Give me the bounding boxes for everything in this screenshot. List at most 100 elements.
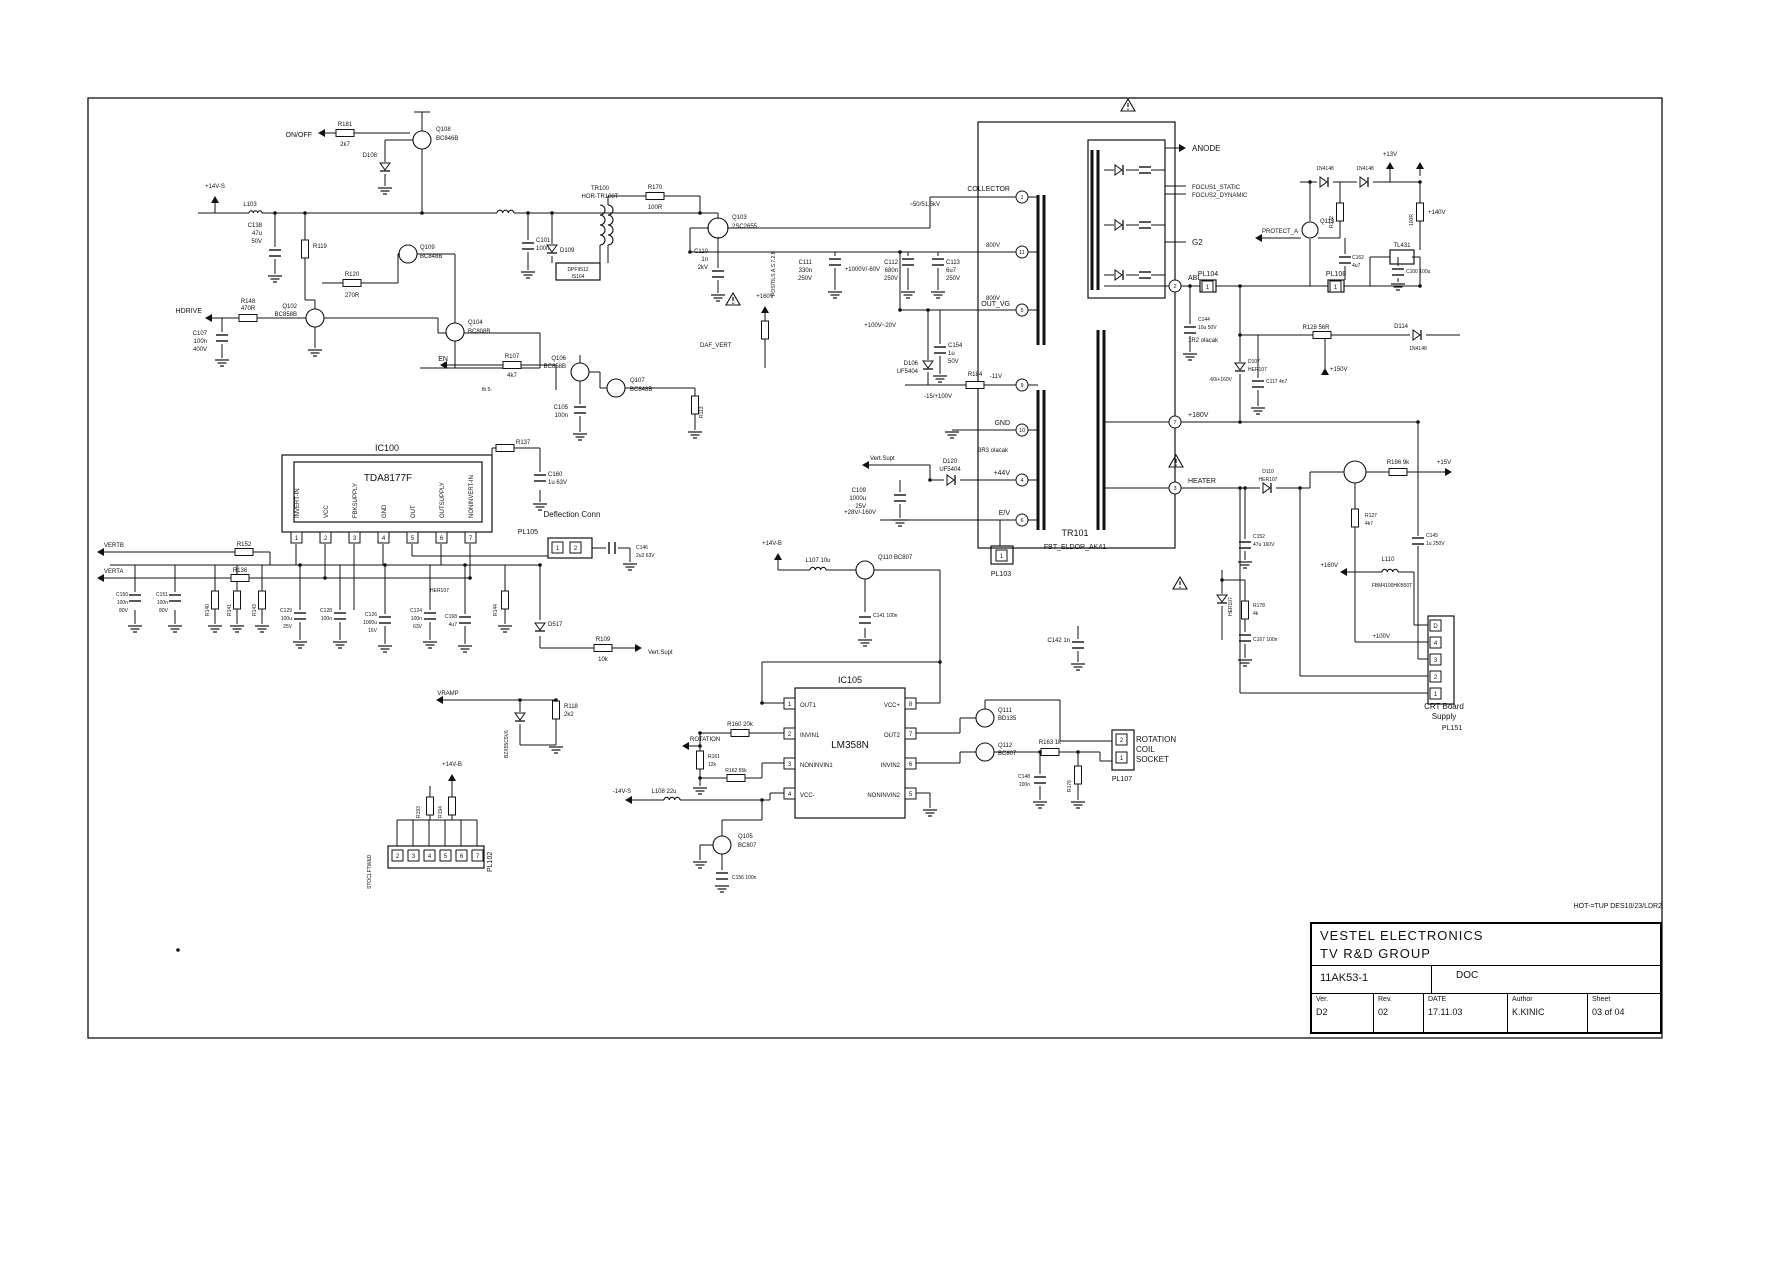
label: +15V (1437, 460, 1451, 466)
label: E/V (999, 510, 1011, 517)
label: VCC+ (884, 703, 901, 709)
label: R163 1k (1039, 740, 1062, 746)
label: Q108 (436, 127, 451, 133)
doc-label: DOC (1456, 970, 1479, 981)
fbt-pin-number: 3 (1173, 486, 1176, 492)
label: C110 (694, 249, 709, 255)
connector-pin (904, 697, 917, 710)
label: -15/+100V (924, 394, 952, 400)
label: C146 (636, 545, 648, 551)
label: PL108 (1326, 271, 1346, 278)
junction-dot (303, 211, 307, 215)
label: INVERT-IN (295, 488, 301, 518)
connector-pin-number: 2 (324, 536, 328, 542)
warning-icon (725, 291, 741, 306)
label: 100n (117, 600, 128, 606)
label: 1N4148 (1409, 346, 1427, 352)
label: VCC- (800, 793, 815, 799)
label: POSITILS.A.S.7.2.B (771, 250, 777, 296)
label: D108 (363, 153, 378, 159)
label: OUT (411, 505, 417, 518)
label: VERTA (104, 569, 123, 575)
company-name: VESTEL ELECTRONICS (1320, 928, 1484, 943)
connector-pin-number: 4 (382, 536, 386, 542)
transistor (570, 362, 590, 382)
label: 16V (368, 628, 378, 634)
fbt-pin-number: 1 (1020, 195, 1023, 201)
connector-pin-number: 8 (909, 702, 913, 708)
connector-pin-number: 1 (1206, 285, 1210, 291)
label: 330n (799, 268, 812, 274)
arrow (1386, 162, 1394, 169)
resistor (502, 361, 522, 369)
label: Q102 (282, 304, 297, 310)
connector-pin (783, 787, 796, 800)
label: PL107 (1112, 776, 1132, 783)
connector-pin-number: 4 (428, 854, 432, 860)
label: PL105 (518, 529, 538, 536)
label: 400V (193, 347, 207, 353)
label: BC807 (998, 751, 1017, 757)
label: 100n (1019, 782, 1030, 788)
connector-pin-number: 2 (788, 732, 792, 738)
resistor (501, 590, 509, 610)
label: C124 (410, 608, 422, 614)
label: COLLECTOR (967, 186, 1010, 193)
arrow (205, 314, 212, 322)
label: +14V-S (205, 184, 225, 190)
label: +150V (1330, 367, 1348, 373)
label: C144 (1198, 317, 1210, 323)
resistor (1074, 765, 1082, 785)
fbt-pin (1015, 423, 1029, 437)
fbt-pin (1015, 303, 1029, 317)
arrow (1416, 162, 1424, 169)
label: C151 (156, 592, 168, 598)
arrow (862, 461, 869, 469)
junction-dot (1220, 578, 1224, 582)
component-box (1111, 729, 1135, 771)
fbt-pin-number: 11 (1019, 250, 1025, 256)
label: G2 (1192, 238, 1203, 247)
label: R162 55k (725, 768, 747, 774)
label: UF5404 (939, 467, 961, 473)
label: IS164 (571, 274, 584, 280)
connector-pin (904, 727, 917, 740)
label: L107 10u (805, 558, 830, 564)
label: TDA8177F (364, 473, 412, 484)
title-block: VESTEL ELECTRONICS TV R&D GROUP 11AK53-1… (1310, 922, 1662, 1034)
label: NONINVIN1 (800, 763, 833, 769)
junction-dot (526, 211, 530, 215)
label: D114 (1394, 324, 1409, 330)
connector-pin (464, 531, 477, 544)
connector-pin (348, 531, 361, 544)
label: GND (382, 504, 388, 518)
label: 100n (157, 600, 168, 606)
junction-dot (1188, 284, 1192, 288)
label: VERTB (104, 543, 124, 549)
transistor (1301, 221, 1319, 239)
warning-icon (1168, 453, 1184, 468)
label: -14V-S (613, 789, 631, 795)
label: DAF_VERT (700, 343, 732, 349)
label: INVIN1 (800, 733, 820, 739)
connector-pin-number: 5 (411, 536, 415, 542)
label: C105 (554, 405, 569, 411)
connector-pin-number: 4 (788, 792, 792, 798)
diode (546, 244, 558, 253)
junction-dot (698, 776, 702, 780)
label: 50V (251, 239, 262, 245)
sheet-label: Sheet (1592, 996, 1611, 1003)
resistor (1388, 468, 1408, 476)
label: 1000u (363, 620, 377, 626)
label: D109 (560, 248, 575, 254)
connector-pin-number: 4 (1434, 641, 1438, 647)
label: LM358N (831, 740, 869, 751)
resistor (552, 700, 560, 720)
arrow (625, 796, 632, 804)
resistor (335, 129, 355, 137)
connector-pin (455, 849, 468, 862)
transistor (1343, 460, 1367, 484)
label: +100V (1372, 634, 1390, 640)
label: 1n (701, 257, 708, 263)
